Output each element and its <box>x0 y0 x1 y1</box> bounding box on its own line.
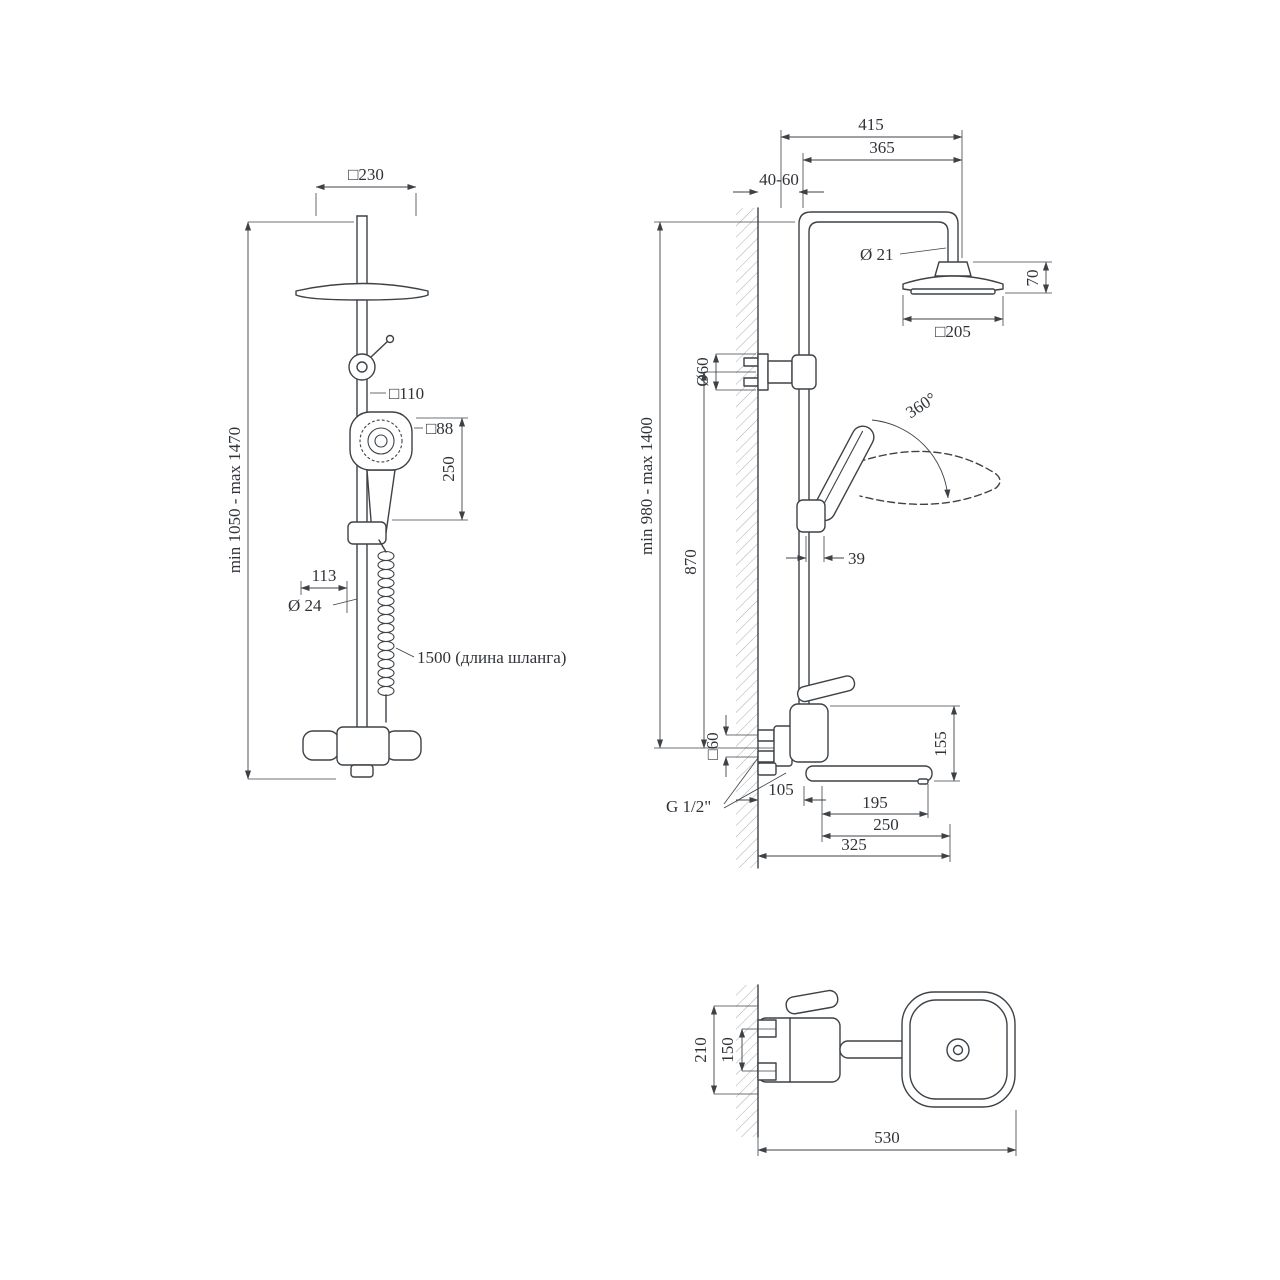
top-dim-530: 530 <box>757 1110 1017 1156</box>
side-wall-bracket <box>743 353 817 391</box>
dim-side-thread: G 1/2" <box>666 797 711 816</box>
side-dim-195: 195 <box>821 784 929 842</box>
dim-side-365: 365 <box>869 138 895 157</box>
dim-side-415: 415 <box>858 115 884 134</box>
front-dim-handshower-length: 250 <box>392 417 468 521</box>
dim-top-depth-530: 530 <box>874 1128 900 1147</box>
front-mixer-right-handle <box>384 730 422 761</box>
side-mixer <box>757 675 933 785</box>
dim-front-height-range: min 1050 - max 1470 <box>225 427 244 573</box>
side-dim-205: □205 <box>902 295 1004 341</box>
front-dim-113: 113 <box>300 566 348 613</box>
side-dim-365: 365 <box>802 138 963 208</box>
dim-side-spout-325: 325 <box>841 835 867 854</box>
side-dim-pipe-diameter: Ø 21 <box>860 245 947 264</box>
front-mixer-spout <box>350 764 374 778</box>
front-view: min 1050 - max 1470 □230 <box>225 165 566 780</box>
dim-side-spout-250: 250 <box>873 815 899 834</box>
top-dim-150: 150 <box>718 1028 776 1072</box>
side-view: 415 365 40-60 Ø 21 70 <box>637 115 1052 869</box>
dim-front-slider-width: □110 <box>389 384 424 403</box>
side-dim-39: 39 <box>786 536 865 568</box>
top-hand-shower-head <box>901 991 1016 1108</box>
dim-side-height-range: min 980 - max 1400 <box>637 417 656 555</box>
side-overhead-shower <box>902 261 1004 295</box>
side-dim-height: min 980 - max 1400 <box>637 221 795 749</box>
front-hand-shower-head <box>349 411 413 471</box>
side-dim-60: □60 <box>703 715 758 777</box>
side-dim-415: 415 <box>780 115 963 258</box>
dim-front-hose-length: 1500 (длина шланга) <box>417 648 566 667</box>
side-dim-325: 325 <box>757 835 951 860</box>
front-mixer-left-handle <box>302 730 340 761</box>
side-dim-870: 870 <box>681 371 756 749</box>
side-dim-70: 70 <box>973 261 1052 294</box>
dim-side-spout-height: 155 <box>931 731 950 757</box>
front-dim-height: min 1050 - max 1470 <box>225 221 354 780</box>
dim-top-inlet-150: 150 <box>718 1037 737 1063</box>
top-wall <box>736 984 759 1138</box>
side-spout <box>805 765 933 782</box>
dim-front-handshower-length: 250 <box>439 456 458 482</box>
dim-front-handshower-width: □88 <box>426 419 453 438</box>
side-hand-shower <box>796 425 1001 533</box>
side-dim-40-60: 40-60 <box>733 170 824 196</box>
dim-side-wall-gap: 40-60 <box>759 170 799 189</box>
dim-side-inlet: □60 <box>703 732 722 759</box>
front-hose-length-label: 1500 (длина шланга) <box>395 647 566 667</box>
dim-side-spout-195: 195 <box>862 793 888 812</box>
dim-side-wall-105: 105 <box>768 780 794 799</box>
dim-top-body-210: 210 <box>691 1037 710 1063</box>
side-riser-and-arm <box>798 211 959 751</box>
front-dim-handshower-width: □88 <box>414 419 453 438</box>
side-thread-label: G 1/2" <box>666 757 787 816</box>
front-shower-hose <box>377 539 395 723</box>
dim-side-swivel-angle: 360° <box>902 389 939 423</box>
front-overhead-shower <box>295 282 429 301</box>
side-dim-105: 105 <box>736 780 826 806</box>
side-mixer-body <box>789 703 829 763</box>
front-mixer-body <box>336 726 390 766</box>
front-dim-slider-width: □110 <box>370 384 424 403</box>
side-swivel-angle: 360° <box>871 389 951 499</box>
dim-side-head-width: □205 <box>935 322 971 341</box>
front-dim-head-width: □230 <box>315 165 417 216</box>
side-dim-155: 155 <box>830 705 960 782</box>
dim-front-head-width: □230 <box>348 165 384 184</box>
side-wall <box>736 207 759 869</box>
top-dim-210: 210 <box>691 1005 758 1095</box>
front-bracket-diverter <box>348 334 395 381</box>
dim-side-head-height: 70 <box>1023 270 1042 287</box>
dim-side-mixer-height: 870 <box>681 549 700 575</box>
front-hand-shower <box>349 411 413 534</box>
top-view: 210 150 530 <box>691 984 1017 1156</box>
top-mixer <box>757 989 959 1083</box>
dim-front-pole-diameter: Ø 24 <box>288 596 322 615</box>
front-slider-holder <box>347 521 387 545</box>
dim-front-113: 113 <box>312 566 337 585</box>
front-mixer <box>302 726 422 778</box>
dim-side-holder: 39 <box>848 549 865 568</box>
front-dim-pole-diameter: Ø 24 <box>288 596 358 615</box>
dim-side-pipe-diameter: Ø 21 <box>860 245 894 264</box>
